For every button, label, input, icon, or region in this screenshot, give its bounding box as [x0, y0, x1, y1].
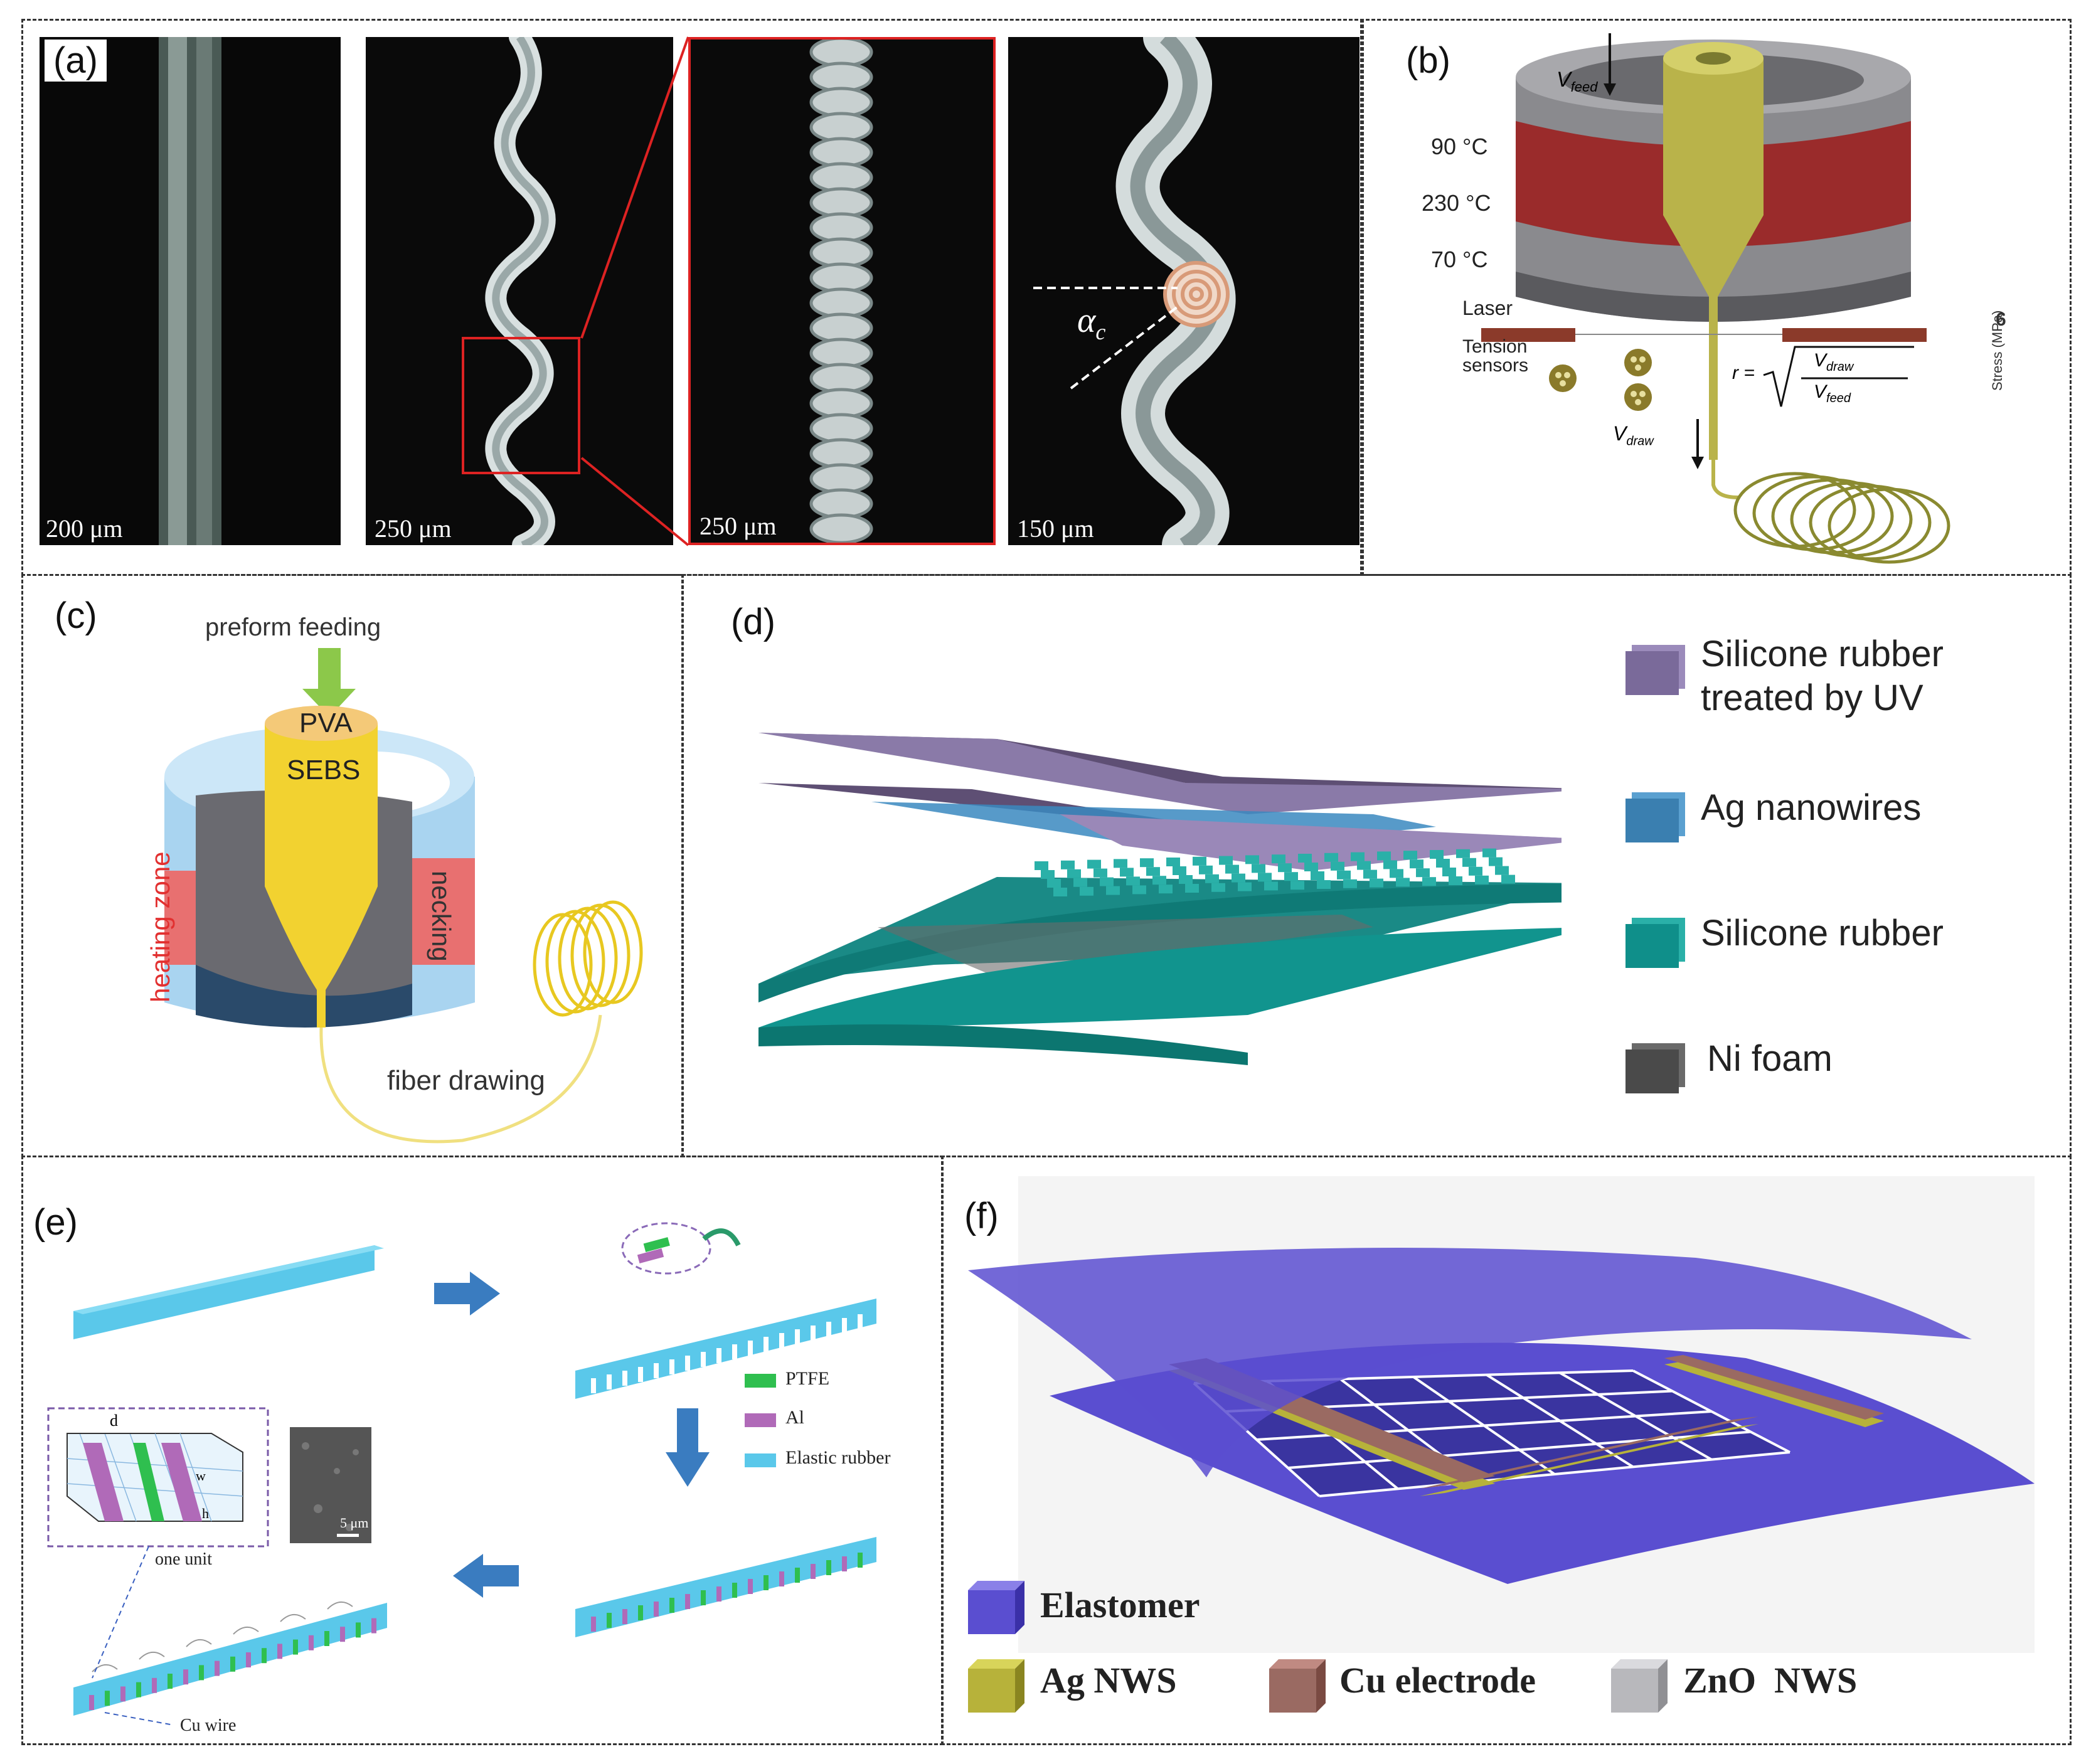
- photo-zoom-fiber: 250 μm: [688, 37, 996, 545]
- scalebar-a3: 250 μm: [700, 512, 777, 540]
- v-draw-label: Vdraw: [1613, 422, 1654, 449]
- legend-f-zno-nws: ZnO NWS: [1683, 1660, 1858, 1701]
- panel-a-label: (a): [45, 40, 107, 82]
- scalebar-a4: 150 μm: [1017, 514, 1094, 543]
- legend-f-elastomer: Elastomer: [1040, 1585, 1200, 1625]
- panel-e: (e): [21, 1156, 944, 1745]
- legend-e-al-swatch: [745, 1413, 776, 1427]
- legend-f-ag-nws: Ag NWS: [1040, 1660, 1177, 1701]
- inset-w-label: w: [196, 1468, 206, 1484]
- edge-mark: 6: [1996, 309, 2006, 330]
- scalebar-a2: 250 μm: [375, 514, 452, 543]
- tension-line2: sensors: [1462, 355, 1529, 376]
- fiber-drawing-label: fiber drawing: [387, 1065, 545, 1096]
- inset-h-label: h: [202, 1506, 209, 1521]
- laser-label: Laser: [1462, 297, 1513, 319]
- ratio-num-symbol: V: [1814, 350, 1827, 371]
- photo-straight-fiber: (a) 200 μm: [40, 37, 341, 545]
- legend-e-al-label: Al: [785, 1407, 804, 1428]
- panel-c: (c) preform feeding PVA SEBS heating zon…: [21, 574, 684, 1157]
- v-draw-sub: draw: [1626, 434, 1654, 449]
- legend-e-rubber-label: Elastic rubber: [785, 1447, 891, 1468]
- fiber-draw-tower-diagram: [1481, 33, 1950, 564]
- scalebar-a1: 200 μm: [46, 514, 123, 543]
- sebs-label: SEBS: [287, 755, 361, 785]
- panel-a: (a) 200 μm 250 μm 250 μm: [21, 19, 1364, 576]
- panel-d-label: (d): [731, 602, 775, 642]
- heating-zone-label: heating zone: [146, 851, 175, 1002]
- legend-d-swatch-ni: [1625, 1049, 1679, 1093]
- legend-d-uv-line1: Silicone rubber: [1701, 634, 1944, 674]
- panel-c-label: (c): [55, 595, 97, 636]
- v-feed-label: Vfeed: [1556, 68, 1598, 95]
- panel-f-label: (f): [964, 1196, 999, 1236]
- tension-line1: Tension: [1462, 336, 1528, 357]
- photo-twisted-fiber: 250 μm: [366, 37, 673, 545]
- angle-symbol: α: [1077, 301, 1096, 340]
- legend-d-swatch-silicone: [1625, 924, 1679, 968]
- temp-90: 90 °C: [1431, 134, 1488, 159]
- legend-d-silicone-text: Silicone rubber: [1701, 913, 1944, 954]
- legend-e-ptfe-label: PTFE: [785, 1368, 830, 1389]
- ratio-den-sub: feed: [1826, 391, 1851, 405]
- panel-b: (b): [1360, 19, 2072, 576]
- panel-b-label: (b): [1406, 40, 1450, 81]
- tension-sensors-label: Tension sensors: [1462, 337, 1528, 375]
- v-draw-symbol: V: [1613, 422, 1627, 445]
- temp-230: 230 °C: [1422, 190, 1491, 216]
- legend-e-ptfe-swatch: [745, 1374, 776, 1388]
- panel-e-label: (e): [33, 1202, 78, 1243]
- ratio-num-sub: draw: [1826, 360, 1854, 374]
- ratio-denominator: Vfeed: [1814, 381, 1851, 406]
- legend-d-uv-text: Silicone rubber treated by UV: [1701, 632, 1944, 720]
- legend-d-swatch-uv: [1625, 651, 1679, 695]
- angle-label: αc: [1077, 300, 1105, 345]
- ratio-r: r =: [1732, 363, 1755, 383]
- panel-d: (d) Silicone rubber treated by UV Ag nan…: [681, 574, 2072, 1157]
- legend-f-cu-electrode: Cu electrode: [1339, 1660, 1536, 1701]
- photo-coil-angle: αc 150 μm: [1008, 37, 1359, 545]
- layer-stack-diagram: [758, 733, 1562, 1065]
- sem-scale-label: 5 μm: [340, 1515, 369, 1531]
- necking-label: necking: [427, 871, 456, 962]
- v-feed-sub: feed: [1570, 78, 1598, 95]
- legend-d-uv-line2: treated by UV: [1701, 677, 1923, 718]
- panel-f: (f) Elastomer Ag NWS Cu electrode ZnO NW…: [941, 1156, 2072, 1745]
- legend-e-rubber-swatch: [745, 1453, 776, 1467]
- inset-d-label: d: [110, 1411, 118, 1430]
- legend-d-ag-text: Ag nanowires: [1701, 787, 1922, 828]
- cu-wire-label: Cu wire: [180, 1716, 237, 1735]
- legend-d-swatch-ag: [1625, 799, 1679, 842]
- temp-70: 70 °C: [1431, 247, 1488, 272]
- angle-subscript: c: [1095, 319, 1106, 345]
- ratio-numerator: Vdraw: [1814, 350, 1853, 375]
- pva-label: PVA: [299, 708, 353, 738]
- fabrication-steps-diagram: [47, 1222, 876, 1726]
- preform-drawing-diagram: [164, 648, 643, 1144]
- one-unit-label: one unit: [155, 1549, 212, 1569]
- preform-feeding-label: preform feeding: [205, 614, 381, 641]
- sensor-stack-diagram: [968, 1176, 2035, 1713]
- ratio-den-symbol: V: [1814, 381, 1827, 402]
- legend-d-ni-text: Ni foam: [1707, 1038, 1833, 1079]
- v-feed-symbol: V: [1556, 68, 1571, 92]
